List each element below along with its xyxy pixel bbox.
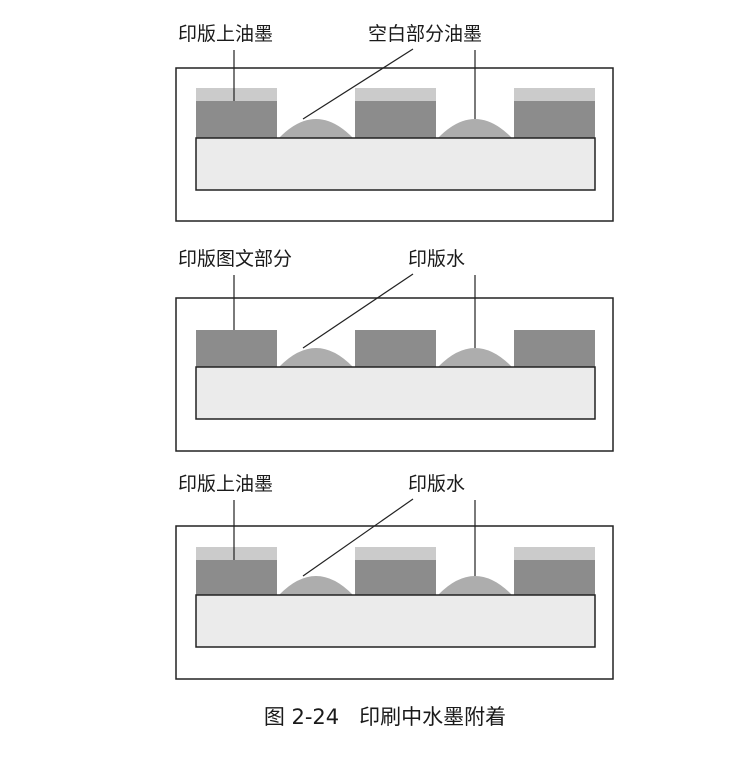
ink-layer bbox=[514, 88, 595, 101]
label-left: 印版图文部分 bbox=[178, 248, 292, 270]
plate-image-area bbox=[514, 330, 595, 367]
plate-image-area bbox=[196, 330, 277, 367]
leader-line bbox=[302, 498, 414, 577]
ink-layer bbox=[196, 88, 277, 101]
dome-droplet bbox=[279, 119, 353, 138]
label-left: 印版上油墨 bbox=[178, 473, 273, 495]
label-left: 印版上油墨 bbox=[178, 23, 273, 45]
label-right: 印版水 bbox=[408, 248, 465, 270]
plate-image-area bbox=[355, 330, 436, 367]
ink-layer bbox=[196, 547, 277, 560]
dome-droplet bbox=[279, 348, 353, 367]
label-right: 空白部分油墨 bbox=[368, 23, 482, 45]
panel-2: 印版图文部分 印版水 bbox=[175, 248, 614, 452]
plate-substrate bbox=[195, 137, 596, 191]
dome-droplet bbox=[438, 119, 512, 138]
dome-droplet bbox=[438, 348, 512, 367]
leader-line bbox=[302, 48, 414, 120]
leader-line bbox=[302, 273, 414, 349]
label-right: 印版水 bbox=[408, 473, 465, 495]
plate-image-area bbox=[514, 560, 595, 595]
plate-substrate bbox=[195, 366, 596, 420]
panel-3: 印版上油墨 印版水 bbox=[175, 473, 614, 680]
plate-image-area bbox=[355, 560, 436, 595]
plate-image-area bbox=[514, 101, 595, 138]
ink-layer bbox=[514, 547, 595, 560]
panel-1: 印版上油墨 空白部分油墨 bbox=[175, 23, 614, 222]
plate-substrate bbox=[195, 594, 596, 648]
plate-image-area bbox=[196, 101, 277, 138]
plate-image-area bbox=[196, 560, 277, 595]
dome-droplet bbox=[279, 576, 353, 595]
dome-droplet bbox=[438, 576, 512, 595]
figure-caption: 图 2-24 印刷中水墨附着 bbox=[264, 705, 506, 729]
ink-layer bbox=[355, 547, 436, 560]
ink-layer bbox=[355, 88, 436, 101]
plate-image-area bbox=[355, 101, 436, 138]
